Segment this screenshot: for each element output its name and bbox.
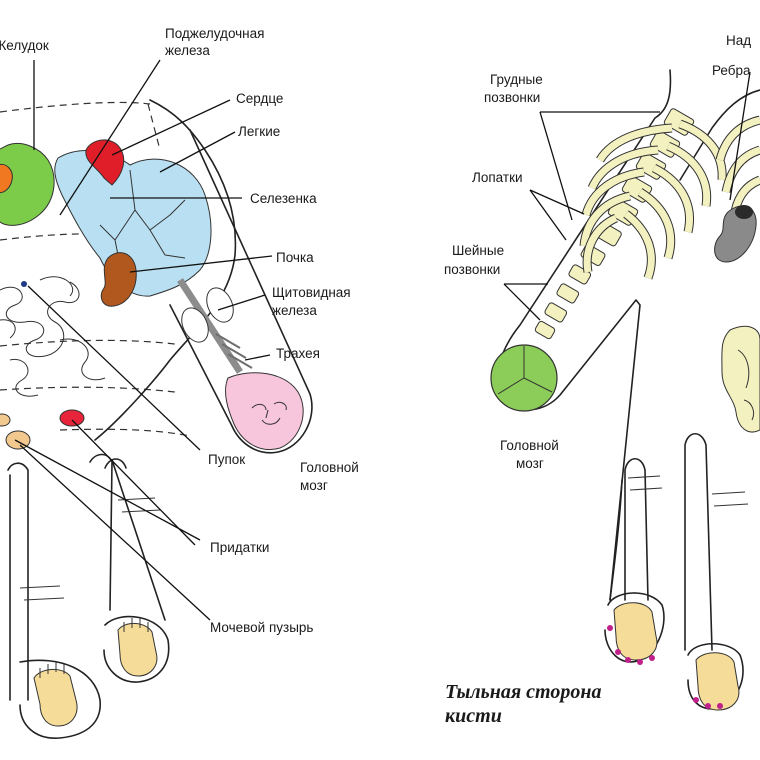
appendage-organ-2 — [0, 413, 11, 427]
label-thoracic-1: Грудные — [490, 72, 543, 87]
label-pancreas-1: Поджелудочная — [165, 26, 264, 41]
label-thyroid-2: железа — [272, 303, 317, 318]
label-navel: Пупок — [208, 452, 245, 467]
label-thyroid-1: Щитовидная — [272, 285, 351, 300]
pelvis-partial — [721, 325, 760, 433]
stomach-orange-part — [0, 163, 13, 193]
trachea-organ — [177, 278, 243, 374]
label-ribs-partial: Ребра — [712, 63, 751, 78]
label-kidney: Почка — [276, 250, 314, 265]
label-heart: Сердце — [236, 91, 283, 106]
navel-dot — [21, 281, 27, 287]
label-scapulae: Лопатки — [472, 170, 523, 185]
ribs — [579, 115, 760, 280]
label-trachea: Трахея — [276, 346, 320, 361]
stomach-organ — [0, 143, 55, 226]
label-thoracic-2: позвонки — [484, 90, 540, 105]
label-brain-right-2: мозг — [516, 456, 544, 471]
label-cervical-1: Шейные — [452, 243, 504, 258]
label-stomach: Желудок — [0, 38, 49, 53]
label-adrenal-partial: Над — [726, 33, 751, 48]
foot-figure-icon — [33, 618, 158, 727]
kidney-organ — [100, 252, 137, 307]
thyroid-lobe-right — [206, 287, 234, 323]
left-hand-palm: Желудок Поджелудочная железа Сердце Легк… — [0, 26, 359, 739]
title-back-side-1: Тыльная сторона — [445, 681, 601, 703]
label-brain-right-1: Головной — [500, 438, 559, 453]
adrenal-dark — [735, 205, 753, 219]
title-back-side-2: кисти — [445, 705, 502, 727]
lungs-organ — [54, 150, 212, 297]
label-brain-left-2: мозг — [300, 478, 328, 493]
face-icon — [251, 401, 287, 425]
brain-pink-organ — [225, 372, 304, 450]
thyroid-lobe-left — [181, 307, 209, 343]
label-appendages: Придатки — [210, 540, 269, 555]
label-pancreas-2: железа — [165, 43, 210, 58]
foot-figure-icon-right — [607, 602, 740, 711]
label-lungs: Легкие — [238, 124, 280, 139]
label-brain-left-1: Головной — [300, 460, 359, 475]
label-spleen: Селезенка — [250, 191, 317, 206]
bladder-organ — [59, 409, 85, 427]
label-cervical-2: позвонки — [444, 262, 500, 277]
right-hand-back: Над Ребра Грудные позвонки Лопатки Шейны… — [444, 33, 760, 727]
label-bladder: Мочевой пузырь — [210, 620, 313, 635]
adrenal-organ — [714, 205, 757, 263]
